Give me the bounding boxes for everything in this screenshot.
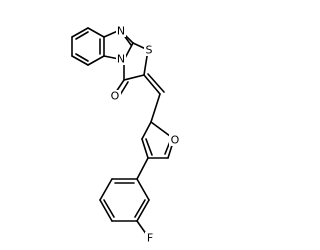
fluorophenyl-ring xyxy=(99,178,150,239)
nitrogen-label-fused: N xyxy=(117,53,125,66)
fluorine-label: F xyxy=(147,232,153,245)
sulfur-label: S xyxy=(146,44,153,57)
carbonyl-oxygen-label: O xyxy=(111,90,120,103)
atom-labels: N N S O O F xyxy=(109,25,181,245)
methylidene-linker xyxy=(143,73,165,123)
thiazole-ring xyxy=(115,42,149,96)
nitrogen-label-top: N xyxy=(117,25,125,38)
aryl-linker-bond xyxy=(136,157,149,180)
benzene-ring-top xyxy=(71,27,105,66)
furan-oxygen-label: O xyxy=(171,134,180,147)
molecule-structure-diagram: N N S O O F xyxy=(71,25,181,245)
